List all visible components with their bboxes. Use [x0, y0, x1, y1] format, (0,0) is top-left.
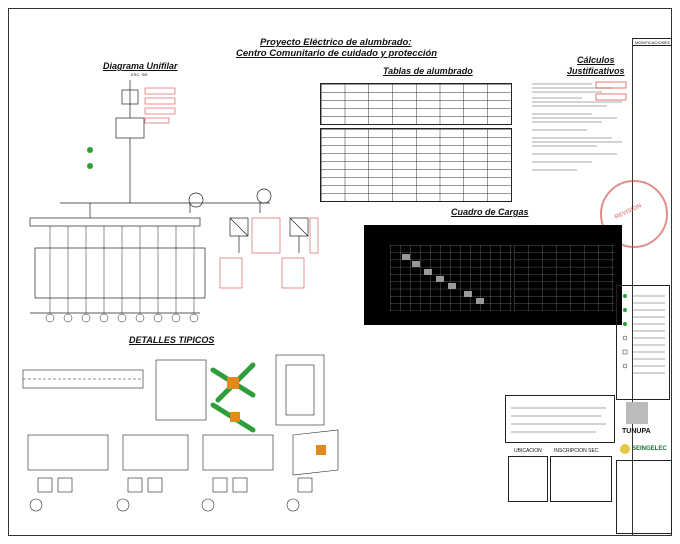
unifilar-diagram [29, 80, 319, 323]
cuadro-de-cargas-table [364, 225, 622, 325]
modificaciones-label: MODIFICACIONES [635, 40, 670, 45]
tabla-alumbrado-2 [320, 128, 512, 202]
detalles-drawings [22, 354, 339, 512]
project-title-line1: Proyecto Eléctrico de alumbrado: [260, 37, 412, 48]
simbologia-items [622, 294, 665, 374]
cuadro-cell [424, 269, 432, 275]
unifilar-title: Diagrama Unifilar [103, 61, 178, 71]
detalles-title: DETALLES TIPICOS [129, 335, 215, 345]
cuadro-cell [402, 254, 410, 260]
tabla-alumbrado-1 [320, 83, 512, 125]
cuadro-grid-right [514, 245, 614, 311]
tablas-title: Tablas de alumbrado [383, 66, 473, 76]
ubicacion-box [508, 456, 548, 502]
planos-schedule-lines [511, 407, 606, 433]
title-block [616, 460, 672, 534]
cuadro-cell [436, 276, 444, 282]
cuadro-cell [412, 261, 420, 267]
calculos-title-line2: Justificativos [567, 66, 625, 76]
revision-stamp-label: REVISION [614, 203, 643, 221]
tunupa-label: TUNUPA [622, 428, 651, 435]
cuadro-title: Cuadro de Cargas [451, 207, 529, 217]
calculos-text-block [532, 81, 627, 171]
unifilar-scale: ESC: S/E [131, 72, 148, 77]
project-title-line2: Centro Comunitario de cuidado y protecci… [236, 48, 438, 59]
cuadro-cell [476, 298, 484, 304]
sheet-border [8, 8, 672, 536]
seingelec-label: SEINGELEC [632, 446, 667, 452]
calculos-title-line1: Cálculos [577, 55, 615, 65]
modificaciones-header: MODIFICACIONES [632, 38, 672, 46]
inscripcion-label: INSCRIPCION SEC [554, 448, 599, 454]
cuadro-grid [390, 245, 512, 311]
tunupa-logo [626, 402, 648, 424]
cuadro-cell [448, 283, 456, 289]
inscripcion-box [550, 456, 612, 502]
cuadro-cell [464, 291, 472, 297]
planos-schedule [505, 395, 615, 443]
ubicacion-label: UBICACION [514, 448, 542, 454]
right-strip-divider [632, 38, 633, 536]
seingelec-logo [620, 444, 630, 454]
revision-stamp: REVISION [600, 180, 668, 248]
simbologia-legend [616, 285, 670, 400]
